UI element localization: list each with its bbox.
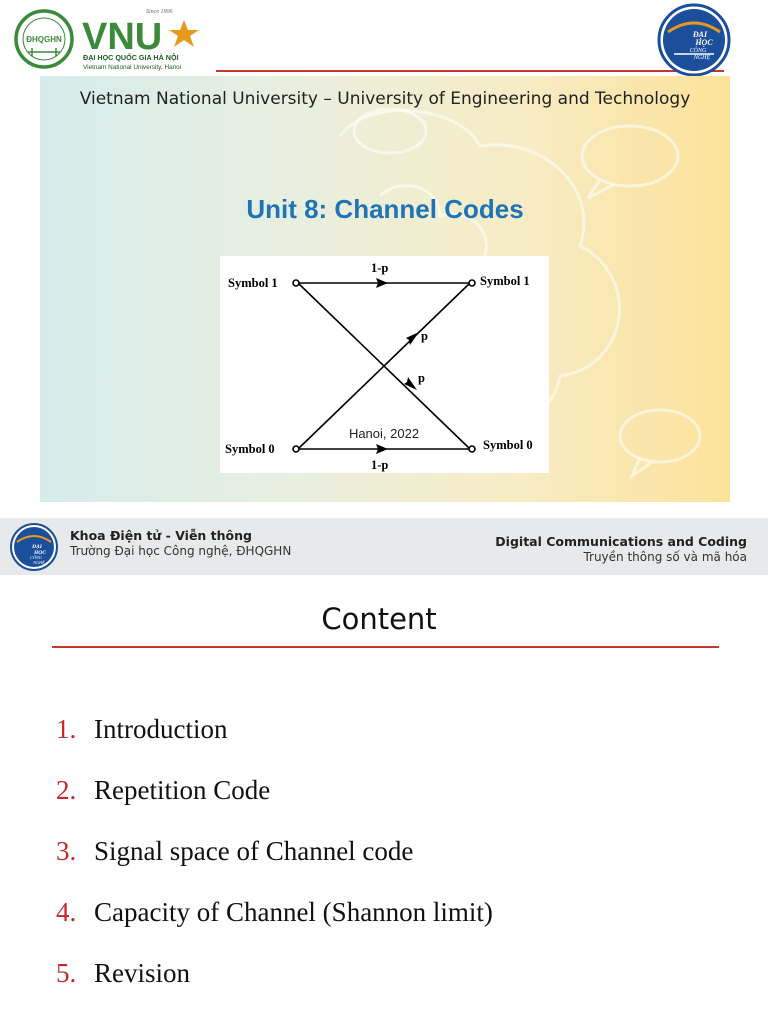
list-item: 3. Signal space of Channel code bbox=[56, 836, 413, 867]
uet-logo-text: HỌC bbox=[694, 38, 713, 47]
list-item-text: Repetition Code bbox=[94, 775, 271, 805]
list-item-number: 3. bbox=[56, 836, 77, 866]
logo-name-vi: ĐẠI HỌC QUỐC GIA HÀ NỘI bbox=[83, 52, 179, 62]
logo-name-en: Vietnam National University, Hanoi bbox=[83, 64, 181, 71]
label-top-edge: 1-p bbox=[371, 261, 388, 275]
list-item: 4. Capacity of Channel (Shannon limit) bbox=[56, 897, 493, 928]
label-symbol-0-left: Symbol 0 bbox=[225, 442, 275, 456]
list-item-text: Capacity of Channel (Shannon limit) bbox=[94, 897, 493, 927]
list-item-number: 4. bbox=[56, 897, 77, 927]
list-item: 1. Introduction bbox=[56, 714, 227, 745]
uet-logo-text: NGHỆ bbox=[693, 53, 711, 61]
node-bottom-right bbox=[468, 445, 476, 453]
label-cross-down: p bbox=[418, 371, 425, 385]
uet-logo-text: CÔNG bbox=[690, 46, 707, 54]
node-bottom-left bbox=[292, 445, 300, 453]
star-icon bbox=[169, 20, 199, 47]
heading-divider bbox=[52, 646, 719, 648]
uet-logo-text: ĐẠI bbox=[31, 544, 43, 550]
node-top-right bbox=[468, 279, 476, 287]
uet-logo: ĐẠI HỌC CÔNG NGHỆ bbox=[657, 3, 731, 77]
department-name: Khoa Điện tử - Viễn thông bbox=[70, 528, 252, 543]
arrow-cross-up-icon bbox=[406, 332, 419, 345]
binary-symmetric-channel-diagram: Symbol 1 Symbol 1 Symbol 0 Symbol 0 1-p … bbox=[220, 256, 549, 473]
uet-logo-text: CÔNG bbox=[30, 555, 42, 560]
list-item-text: Signal space of Channel code bbox=[94, 836, 414, 866]
course-subtitle: Truyền thông số và mã hóa bbox=[583, 550, 747, 564]
label-symbol-1-left: Symbol 1 bbox=[228, 276, 278, 290]
school-name: Trường Đại học Công nghệ, ĐHQGHN bbox=[70, 544, 292, 558]
unit-title: Unit 8: Channel Codes bbox=[246, 194, 524, 224]
edge-cross-up bbox=[297, 282, 471, 450]
uet-logo-text: HỌC bbox=[33, 550, 46, 556]
slide-header-bar: ĐẠI HỌC CÔNG NGHỆ Khoa Điện tử - Viễn th… bbox=[0, 518, 768, 575]
vnu-logo: ĐHQGHN Since 1906 VNU ĐẠI HỌC QUỐC GIA H… bbox=[6, 2, 216, 76]
course-title: Digital Communications and Coding bbox=[495, 534, 747, 549]
list-item-text: Revision bbox=[94, 958, 191, 988]
arrow-top-icon bbox=[376, 278, 388, 288]
logo-seal-text: ĐHQGHN bbox=[26, 35, 62, 44]
logo-wordmark: VNU bbox=[82, 16, 162, 58]
header-divider bbox=[216, 70, 724, 72]
logo-since-text: Since 1906 bbox=[146, 9, 173, 15]
place-date: Hanoi, 2022 bbox=[348, 426, 420, 441]
arrow-bottom-icon bbox=[376, 444, 388, 454]
arrow-cross-down-icon bbox=[404, 377, 417, 390]
node-top-left bbox=[292, 279, 300, 287]
label-bottom-edge: 1-p bbox=[371, 458, 388, 472]
table-of-contents: 1. Introduction 2. Repetition Code 3. Signa… bbox=[0, 518, 768, 1024]
list-item: 5. Revision bbox=[56, 958, 190, 989]
content-heading: Content bbox=[321, 602, 437, 636]
uet-logo-text: NGHỆ bbox=[32, 560, 45, 565]
label-cross-up: p bbox=[421, 329, 428, 343]
uet-logo: ĐẠI HỌC CÔNG NGHỆ bbox=[10, 523, 58, 571]
label-symbol-0-right: Symbol 0 bbox=[483, 438, 533, 452]
label-symbol-1-right: Symbol 1 bbox=[480, 274, 530, 288]
list-item-number: 5. bbox=[56, 958, 77, 988]
list-item-number: 2. bbox=[56, 775, 77, 805]
list-item-text: Introduction bbox=[94, 714, 228, 744]
uet-logo-text: ĐẠI bbox=[692, 30, 708, 39]
list-item: 2. Repetition Code bbox=[56, 775, 270, 806]
title-banner: Vietnam National University – University… bbox=[40, 76, 730, 502]
content-slide: ĐẠI HỌC CÔNG NGHỆ Khoa Điện tử - Viễn th… bbox=[0, 518, 768, 1024]
title-slide: ĐHQGHN Since 1906 VNU ĐẠI HỌC QUỐC GIA H… bbox=[6, 2, 731, 502]
list-item-number: 1. bbox=[56, 714, 77, 744]
university-name: Vietnam National University – University… bbox=[79, 89, 691, 109]
